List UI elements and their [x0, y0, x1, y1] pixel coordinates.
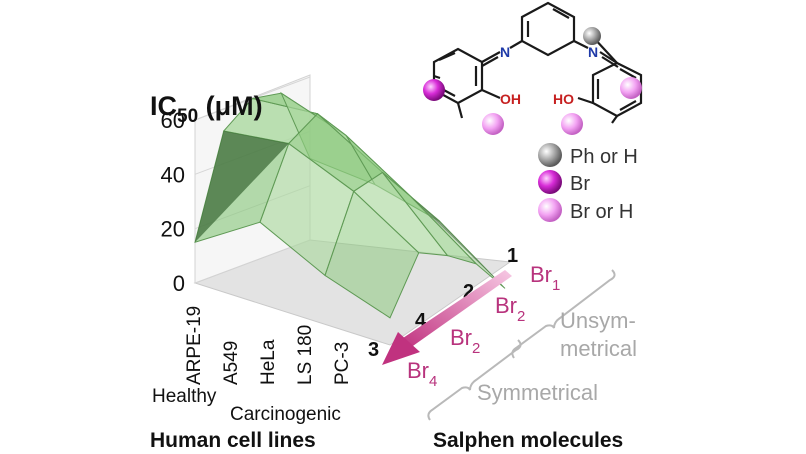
z-tick-60: 60: [161, 108, 185, 133]
y-tick-1: 1: [507, 245, 518, 267]
n-right: N: [588, 44, 598, 60]
y-tick-3: 3: [368, 339, 379, 361]
x-tick-4: PC-3: [332, 342, 353, 385]
br-or-h-substituent-right2-sphere: [561, 113, 583, 135]
unsymmetrical-label-1: Unsym-: [560, 308, 636, 333]
x-axis-title: Human cell lines: [150, 429, 316, 452]
surface-shadow-facet: [195, 130, 289, 243]
x-axis-ticks: ARPE-19 A549 HeLa LS 180 PC-3: [184, 306, 353, 385]
legend-br-or-h-label: Br or H: [570, 201, 633, 223]
structure-legend: Ph or H Br Br or H: [538, 143, 638, 223]
br-or-h-substituent-left-sphere: [482, 113, 504, 135]
ph-or-h-substituent-sphere: [583, 27, 601, 45]
symmetrical-brace: [427, 339, 522, 421]
br-label-1: Br1: [530, 262, 560, 294]
legend-br-or-h-sphere: [538, 198, 562, 222]
legend-br-label: Br: [570, 173, 590, 195]
unsymmetrical-label-2: metrical: [560, 336, 637, 361]
bromine-trend-arrow: [382, 270, 512, 365]
z-axis-ticks: 0 20 40 60: [161, 108, 185, 296]
br-label-4: Br4: [407, 358, 437, 390]
br-substituent-left-sphere: [423, 79, 445, 101]
ho-right: HO: [553, 91, 574, 107]
symmetrical-label: Symmetrical: [477, 380, 598, 405]
x-tick-0: ARPE-19: [184, 306, 205, 385]
legend-ph-or-h-label: Ph or H: [570, 146, 638, 168]
n-left: N: [500, 44, 510, 60]
surface-mesh: [194, 91, 506, 319]
surface-shadow-facet-2: [411, 197, 505, 289]
oh-left: OH: [500, 91, 521, 107]
x-tick-1: A549: [221, 341, 242, 385]
br-label-2a: Br2: [495, 293, 525, 325]
br-label-2b: Br2: [450, 325, 480, 357]
healthy-label: Healthy: [152, 386, 217, 407]
salphen-structure: [432, 1, 643, 124]
z-tick-20: 20: [161, 217, 185, 242]
z-tick-0: 0: [173, 271, 185, 296]
unsymmetrical-brace: [511, 269, 616, 359]
y-axis-title: Salphen molecules: [433, 429, 623, 452]
x-tick-3: LS 180: [295, 325, 316, 385]
legend-ph-or-h-sphere: [538, 143, 562, 167]
carcinogenic-label: Carcinogenic: [230, 404, 341, 425]
br-or-h-substituent-right-sphere: [620, 77, 642, 99]
legend-br-sphere: [538, 170, 562, 194]
y-tick-2: 2: [463, 281, 474, 303]
x-tick-2: HeLa: [258, 339, 279, 385]
z-axis-label: IC50 (μM): [150, 91, 263, 127]
z-tick-40: 40: [161, 162, 185, 187]
diamine-ring: [520, 1, 576, 57]
